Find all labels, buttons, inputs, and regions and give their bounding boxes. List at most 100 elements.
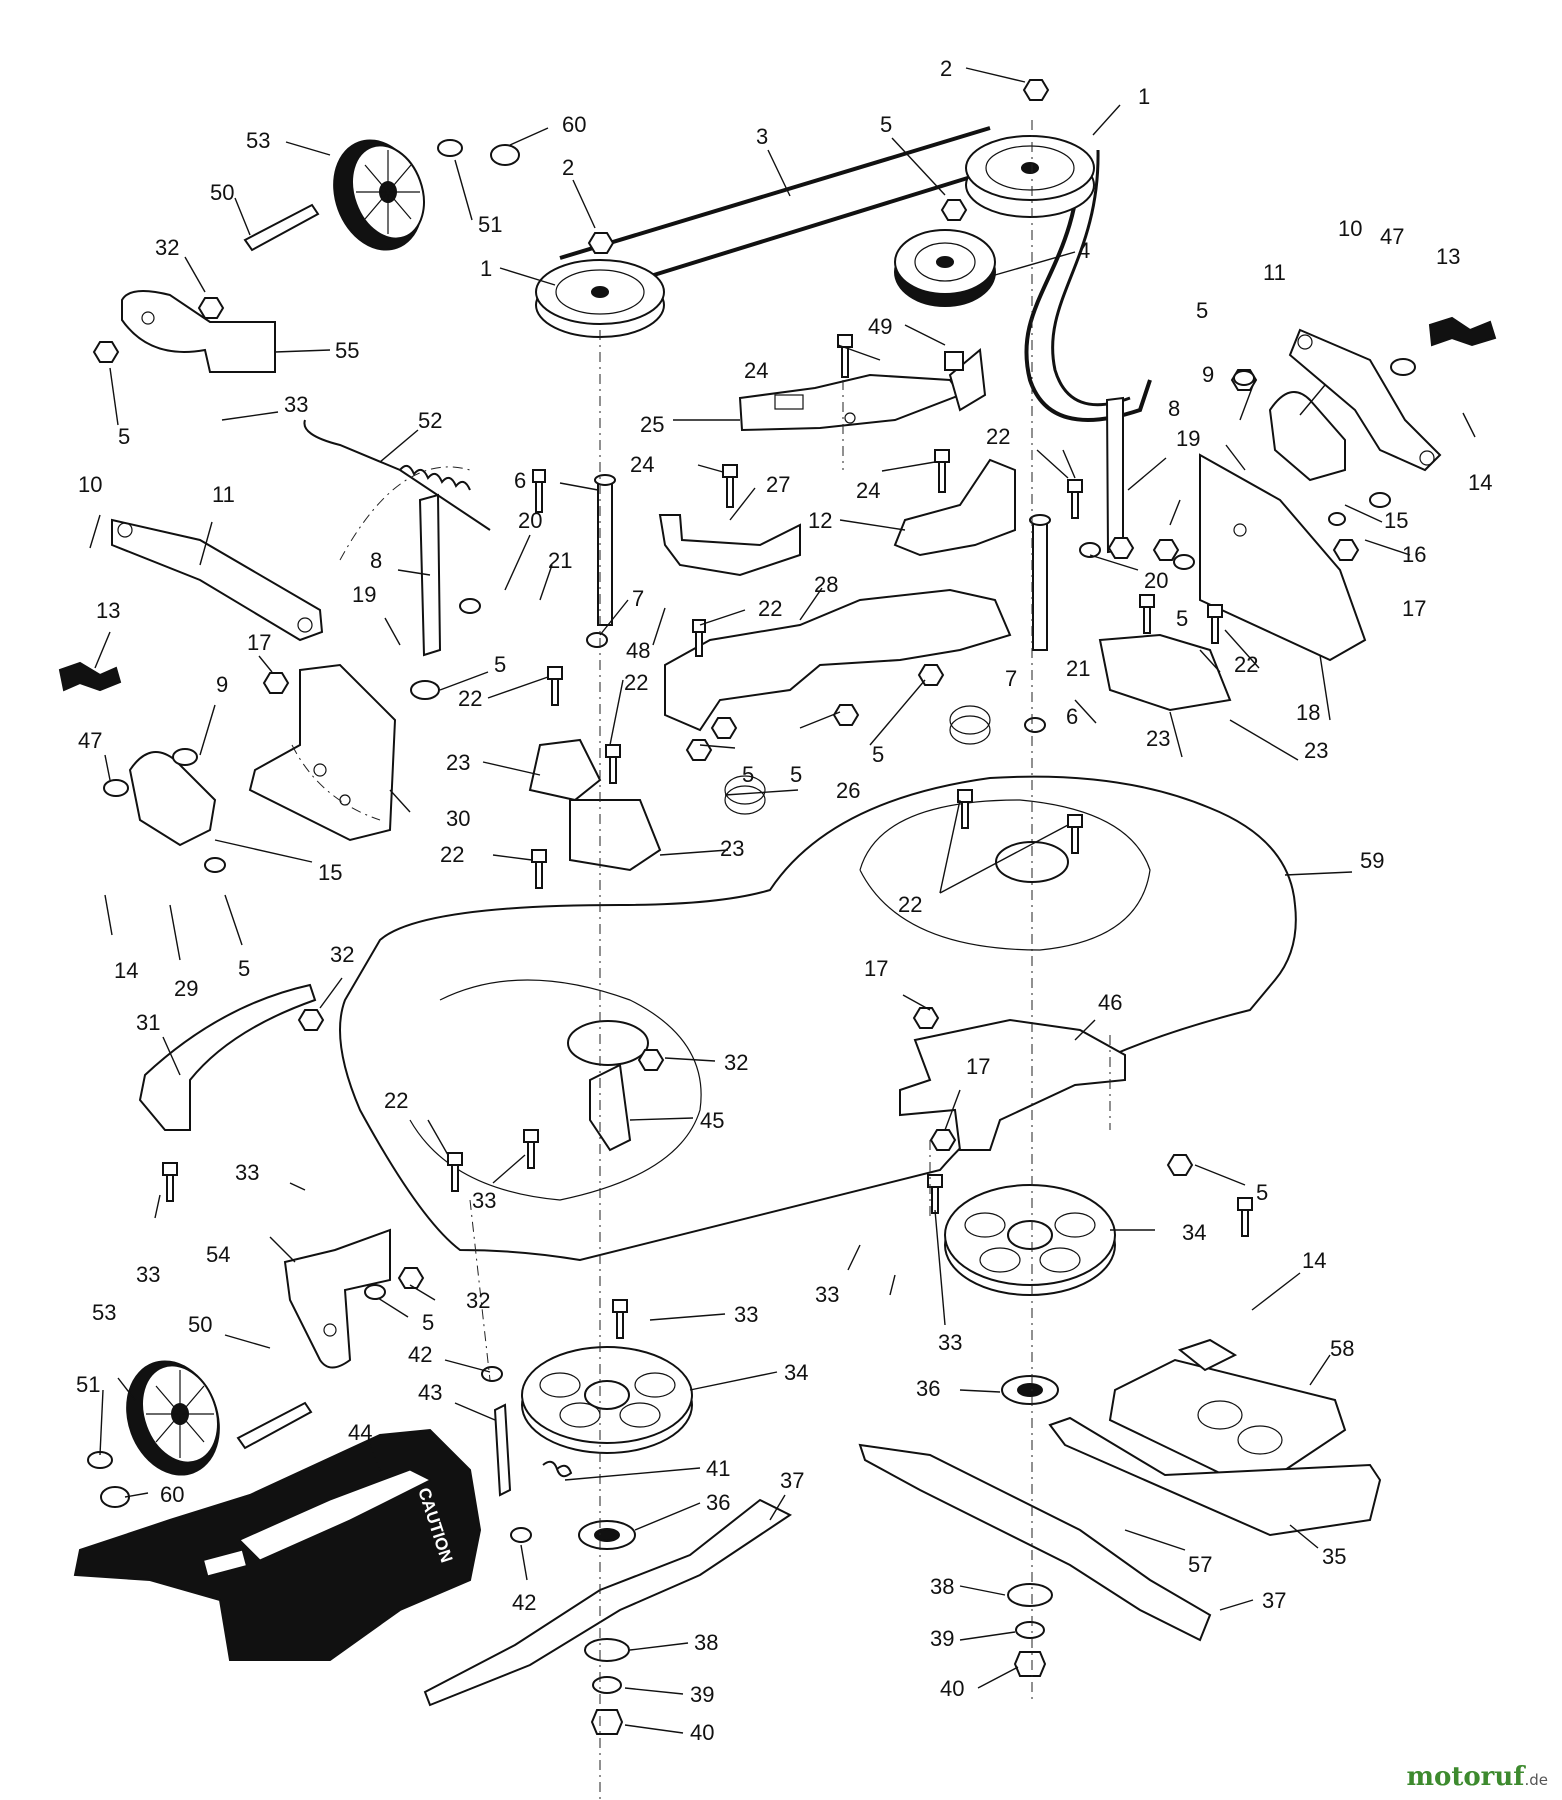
wheel-bracket-bottom: [283, 1228, 391, 1369]
callout-5: 5: [790, 762, 802, 787]
callout-2: 2: [940, 56, 952, 81]
callout-60: 60: [562, 112, 586, 137]
pulley-right: [965, 135, 1095, 218]
callout-1: 1: [1138, 84, 1150, 109]
bracket-49: [944, 348, 987, 412]
callout-23: 23: [1304, 738, 1328, 763]
callout-55: 55: [335, 338, 359, 363]
guard-23-left: [528, 738, 662, 872]
callout-33: 33: [235, 1160, 259, 1185]
callout-34: 34: [1182, 1220, 1206, 1245]
axle-bolts: [236, 203, 320, 1450]
bearing-36: [578, 1375, 1059, 1550]
callout-28: 28: [814, 572, 838, 597]
callout-37: 37: [780, 1468, 804, 1493]
idler-pulley: [894, 229, 996, 307]
spring-52: [303, 419, 491, 531]
spring-26: [724, 705, 991, 815]
callout-34: 34: [784, 1360, 808, 1385]
callout-42: 42: [512, 1590, 536, 1615]
callout-40: 40: [940, 1676, 964, 1701]
callout-32: 32: [330, 942, 354, 967]
callout-2: 2: [562, 155, 574, 180]
callout-58: 58: [1330, 1336, 1354, 1361]
callout-7: 7: [1005, 666, 1017, 691]
blade-37-right: [858, 1443, 1212, 1642]
callout-10: 10: [1338, 216, 1362, 241]
bracket-30: [248, 663, 397, 842]
watermark-domain: .de: [1524, 1771, 1548, 1789]
callout-22: 22: [986, 424, 1010, 449]
callout-21: 21: [1066, 656, 1090, 681]
deck-bracket-46: [899, 1018, 1126, 1151]
bracket-12: [893, 458, 1016, 557]
callout-33: 33: [938, 1330, 962, 1355]
callout-8: 8: [1168, 396, 1180, 421]
bracket-28: [664, 588, 1012, 732]
callout-5: 5: [880, 112, 892, 137]
callout-53: 53: [246, 128, 270, 153]
callout-51: 51: [76, 1372, 100, 1397]
callout-50: 50: [210, 180, 234, 205]
link-rod-right: [1105, 396, 1124, 554]
callout-22: 22: [384, 1088, 408, 1113]
callout-38: 38: [930, 1574, 954, 1599]
callout-24: 24: [630, 452, 654, 477]
callout-13: 13: [1436, 244, 1460, 269]
callout-10: 10: [78, 472, 102, 497]
watermark-brand: motoruf: [1406, 1762, 1525, 1792]
callout-49: 49: [868, 314, 892, 339]
assembly-lines: [291, 120, 1111, 1800]
callout-4: 4: [1078, 238, 1090, 263]
fasteners: [87, 79, 1416, 1543]
pulley-bracket-25: [738, 373, 962, 432]
spindle-left: [594, 474, 616, 626]
callout-19: 19: [1176, 426, 1200, 451]
callout-33: 33: [734, 1302, 758, 1327]
callout-38: 38: [694, 1630, 718, 1655]
lift-arm-left: [111, 518, 324, 642]
callout-39: 39: [690, 1682, 714, 1707]
callout-9: 9: [216, 672, 228, 697]
callout-5: 5: [422, 1310, 434, 1335]
callout-22: 22: [898, 892, 922, 917]
callout-40: 40: [690, 1720, 714, 1745]
callout-24: 24: [744, 358, 768, 383]
callout-20: 20: [1144, 568, 1168, 593]
callout-7: 7: [632, 586, 644, 611]
callout-3: 3: [756, 124, 768, 149]
callout-22: 22: [458, 686, 482, 711]
callout-52: 52: [418, 408, 442, 433]
callout-39: 39: [930, 1626, 954, 1651]
callout-46: 46: [1098, 990, 1122, 1015]
baffle-31: [138, 983, 317, 1131]
callout-44: 44: [348, 1420, 372, 1445]
callout-45: 45: [700, 1108, 724, 1133]
callout-19: 19: [352, 582, 376, 607]
blade-37-left: [423, 1498, 792, 1707]
callout-57: 57: [1188, 1552, 1212, 1577]
callout-5: 5: [494, 652, 506, 677]
watermark: motoruf.de: [1406, 1762, 1548, 1792]
callout-37: 37: [1262, 1588, 1286, 1613]
bracket-27: [658, 514, 801, 577]
callout-5: 5: [1196, 298, 1208, 323]
pulley-left: [535, 259, 665, 338]
callout-13: 13: [96, 598, 120, 623]
blade-adapter-34-left: [521, 1346, 693, 1454]
callout-47: 47: [78, 728, 102, 753]
callout-14: 14: [1302, 1248, 1326, 1273]
callout-11: 11: [212, 482, 235, 507]
callout-60: 60: [160, 1482, 184, 1507]
callout-20: 20: [518, 508, 542, 533]
guard-23-right: [1098, 633, 1232, 712]
callout-41: 41: [706, 1456, 730, 1481]
callout-17: 17: [966, 1054, 990, 1079]
callout-6: 6: [1066, 704, 1078, 729]
callout-24: 24: [856, 478, 880, 503]
callout-36: 36: [706, 1490, 730, 1515]
spindle-right: [1029, 514, 1051, 651]
callout-26: 26: [836, 778, 860, 803]
callout-8: 8: [370, 548, 382, 573]
callout-29: 29: [174, 976, 198, 1001]
